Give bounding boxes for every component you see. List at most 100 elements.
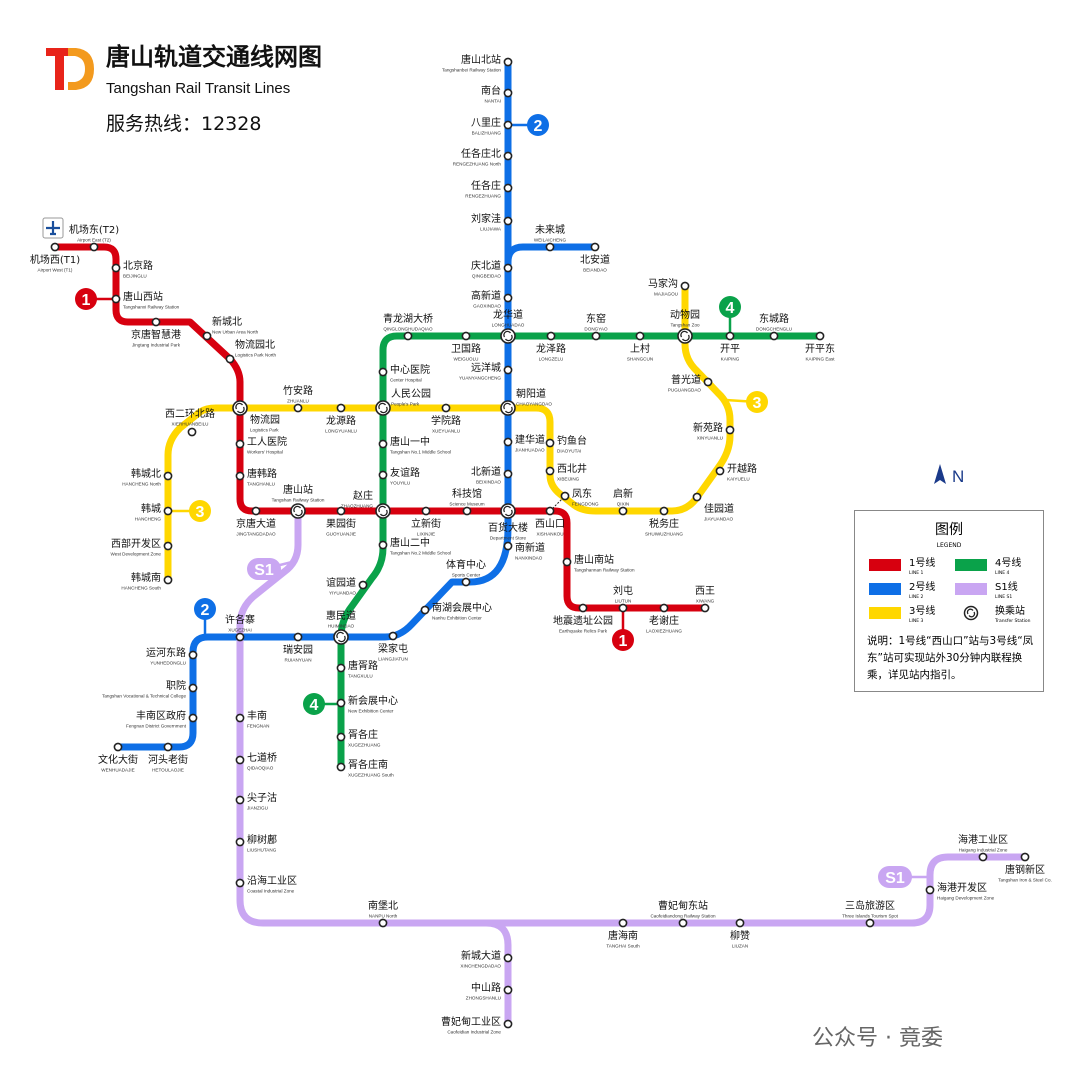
station-jcx[interactable]: 机场西(T1)Airport West (T1) — [30, 242, 80, 273]
station-jcd[interactable]: 机场东(T2)Airport East (T2) — [69, 223, 119, 252]
